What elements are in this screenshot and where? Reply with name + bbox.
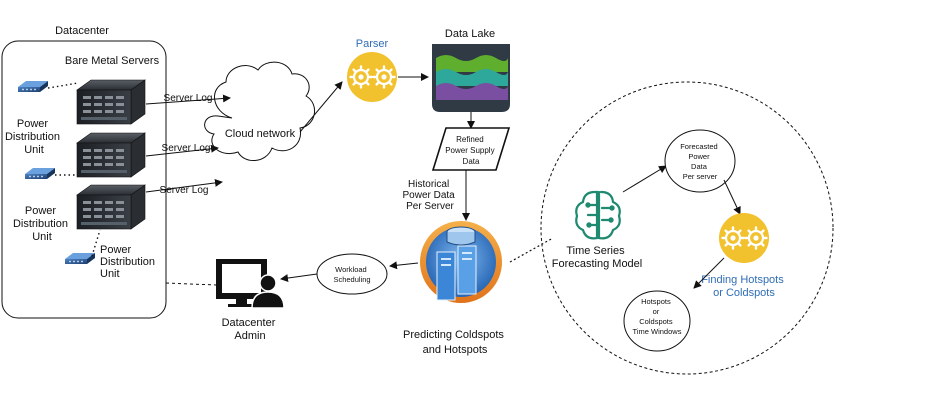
parser-label: Parser bbox=[356, 38, 389, 50]
gear-icon bbox=[349, 65, 373, 89]
finding-to-windows-arrow bbox=[693, 257, 725, 289]
model-to-forecast-arrow bbox=[622, 165, 667, 193]
pdu-label-3: Power Distribution Unit bbox=[100, 244, 158, 280]
windows-node bbox=[623, 290, 691, 352]
pdu-label-2: Power Distribution Unit bbox=[13, 205, 71, 243]
historical-label: Historical Power Data Per Server bbox=[402, 179, 457, 212]
admin-label: Datacenter Admin bbox=[222, 317, 279, 342]
monitor-icon bbox=[216, 259, 267, 307]
pdu-link bbox=[91, 229, 101, 257]
database-icon bbox=[420, 221, 502, 303]
server-log-label: Server Log bbox=[164, 93, 213, 104]
predictor-label: Predicting Coldspots and Hotspots bbox=[403, 329, 507, 356]
server-log-arrow bbox=[145, 94, 231, 105]
datacenter-title: Datacenter bbox=[55, 25, 109, 37]
finding-label: Finding Hotspots or Coldspots bbox=[701, 274, 787, 299]
pdu-link bbox=[47, 82, 79, 89]
workload-label: Workload Scheduling bbox=[333, 265, 370, 284]
servers-label: Bare Metal Servers bbox=[65, 55, 160, 67]
server-log-arrow bbox=[145, 178, 223, 193]
cloud-icon bbox=[204, 61, 315, 161]
server-log-label: Server Log bbox=[160, 185, 209, 196]
workload-node bbox=[316, 253, 388, 295]
windows-label: Hotspots or Coldspots Time Windows bbox=[633, 297, 682, 336]
refined-data-label: Refined Power Supply Data bbox=[445, 135, 497, 166]
gear-icon bbox=[372, 65, 396, 89]
datacenter-container bbox=[1, 40, 167, 319]
pdu-icon bbox=[25, 168, 55, 179]
cloud-label: Cloud network bbox=[225, 128, 296, 140]
server-icon bbox=[76, 184, 146, 230]
server-icon bbox=[76, 79, 146, 125]
user-icon bbox=[251, 274, 285, 309]
forecasted-node bbox=[664, 129, 736, 193]
gear-icon bbox=[721, 226, 745, 250]
server-log-arrow bbox=[145, 144, 219, 157]
data-lake-icon bbox=[432, 44, 510, 112]
predictor-to-workload-arrow bbox=[389, 261, 419, 270]
datacenter-admin-link bbox=[165, 282, 217, 286]
pdu-icon bbox=[18, 81, 48, 92]
data-lake-label: Data Lake bbox=[445, 28, 495, 40]
workload-to-admin-arrow bbox=[280, 273, 318, 282]
server-icon bbox=[76, 132, 146, 178]
server-log-label: Server Log bbox=[162, 143, 211, 154]
pdu-label-1: Power Distribution Unit bbox=[5, 118, 63, 156]
brain-circuit-icon bbox=[575, 190, 621, 240]
gear-icon bbox=[744, 226, 768, 250]
predictor-forecast-link bbox=[509, 237, 554, 263]
forecast-to-finding-arrow bbox=[723, 179, 741, 215]
forecast-boundary bbox=[540, 81, 834, 375]
cloud-to-parser-arrow bbox=[299, 81, 343, 133]
pdu-icon bbox=[65, 253, 95, 264]
forecasted-label: Forecasted Power Data Per server bbox=[680, 142, 720, 181]
model-label: Time Series Forecasting Model bbox=[552, 245, 643, 270]
refined-data-shape bbox=[431, 127, 511, 171]
